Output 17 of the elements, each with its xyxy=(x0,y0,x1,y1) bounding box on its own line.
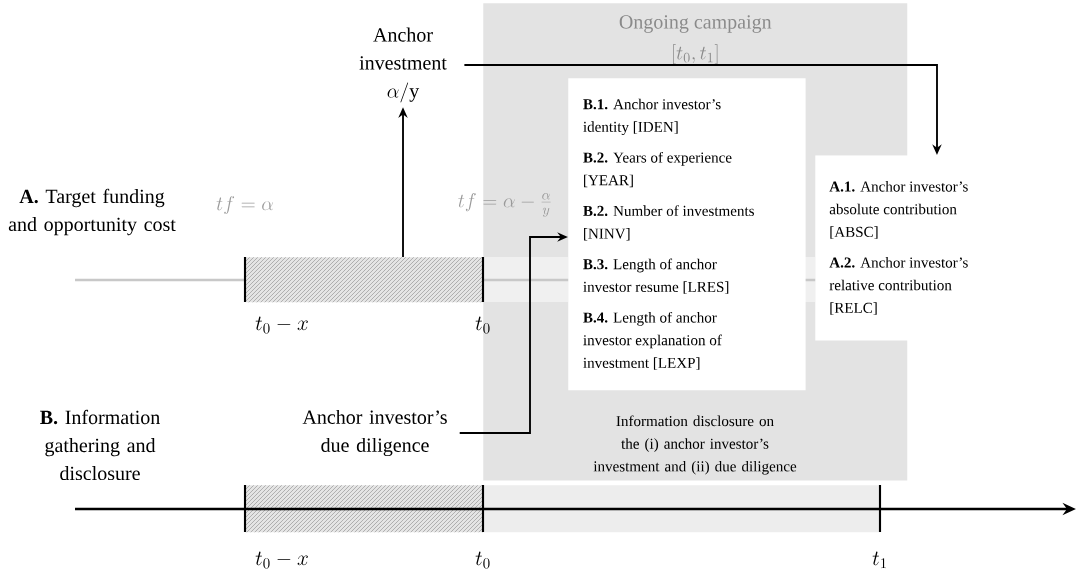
node-label: A.2. Anchor investor’s relative contribution [RELC] xyxy=(829,257,968,315)
section-label: B. Information gathering and disclosure xyxy=(40,409,160,481)
formula: $tf = \alpha - \frac{\alpha}{y}$ xyxy=(458,193,551,217)
node-label: A.1. Anchor investor’s absolute contribution [ABSC] xyxy=(829,181,968,239)
caption-text: Information disclosure on the (i) anchor investor’s investment and (ii) due diligence xyxy=(593,415,797,475)
formula: $tf = \alpha$ xyxy=(216,195,274,215)
text-label: Anchor investor’s due diligence xyxy=(302,409,447,457)
tick-label: $t_0$ xyxy=(475,316,490,334)
text-label: Anchor investment $\alpha/\mathrm{y}$ xyxy=(359,27,447,103)
variable-box: B.1. Anchor investor’s identity [IDEN] B.2. Years of experience [YEAR] B.2. Number of investments [NINV] B.3. Length of anchor investor resume [LRES] B.4. Length of anchor investor explanation of investment [LEXP] xyxy=(568,78,806,391)
section-label: A. Target funding and opportunity cost xyxy=(8,188,176,236)
tick-label: $t_1$ xyxy=(872,551,886,569)
tick-label: $t_0 - x$ xyxy=(255,551,308,569)
dotted-bar xyxy=(483,485,881,533)
tick-label: $t_0$ xyxy=(475,551,490,569)
tick-label: $t_0 - x$ xyxy=(255,316,308,334)
variable-box: A.1. Anchor investor’s absolute contribution [ABSC] A.2. Anchor investor’s relative contribution [RELC] xyxy=(815,155,1076,341)
